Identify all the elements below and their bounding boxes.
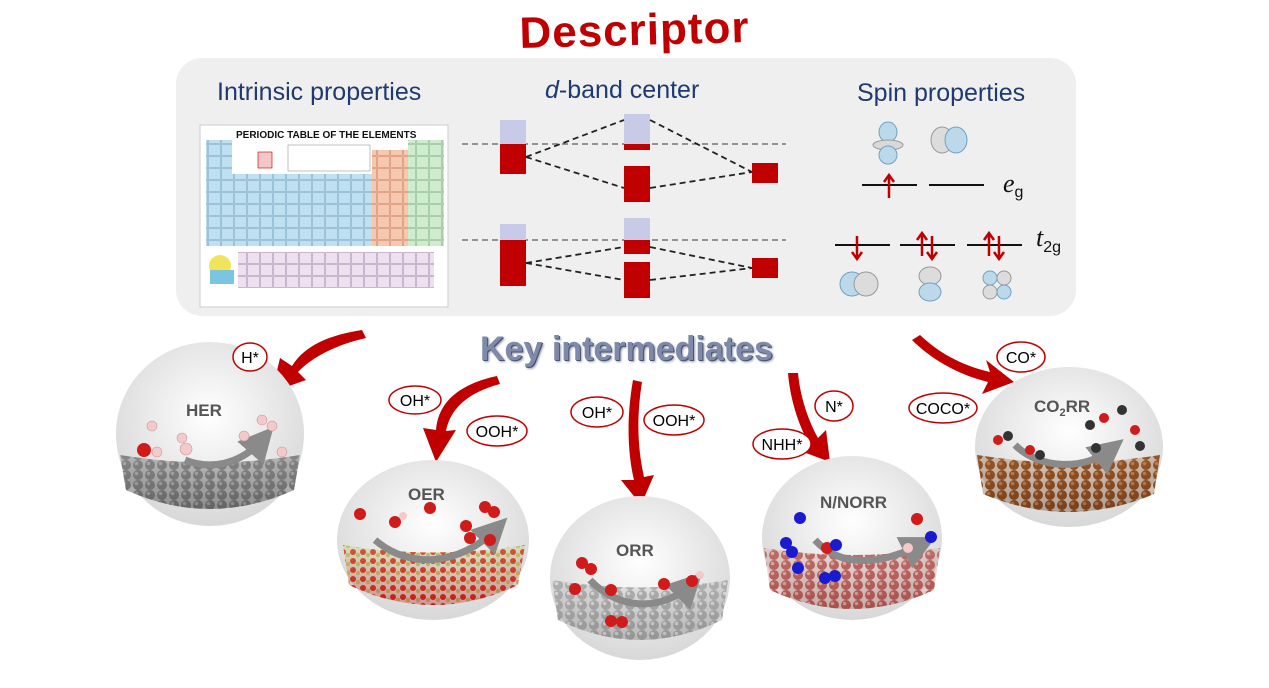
d-band-center-heading: d-band center	[545, 76, 699, 105]
intrinsic-properties-heading: Intrinsic properties	[217, 78, 422, 106]
co2rr-label: CO2RR	[1034, 397, 1090, 419]
t2g-orbital-3	[982, 270, 1012, 300]
pill-nhh	[752, 428, 812, 460]
d-band-diagram	[462, 114, 786, 298]
arrow-to-orr	[621, 380, 654, 505]
arrow-to-nnorr	[788, 373, 830, 462]
d-band-heading-text: -band center	[558, 76, 700, 104]
pill-coco	[908, 392, 978, 424]
spin-diagram	[835, 121, 1022, 302]
pill-oer-oh	[388, 385, 442, 415]
pill-coco-text: COCO*	[916, 401, 970, 418]
nnorr-scene	[762, 456, 942, 620]
pill-orr-oh	[570, 396, 624, 428]
co2rr-scene	[975, 367, 1163, 527]
periodic-table-image	[199, 124, 449, 308]
arrow-to-co2rr	[912, 335, 1014, 394]
pill-nhh-text: NHH*	[762, 437, 803, 454]
pill-orr-ooh	[643, 404, 705, 436]
d-band-italic-d: d	[545, 76, 559, 104]
spin-properties-heading: Spin properties	[857, 79, 1026, 107]
pill-oer-oh-text: OH*	[400, 393, 430, 410]
t2g-orbital-1	[839, 271, 879, 297]
pill-oer-ooh-text: OOH*	[476, 424, 519, 441]
oer-label: OER	[408, 485, 445, 504]
her-scene	[116, 342, 304, 526]
pill-oer-ooh	[466, 415, 528, 447]
pill-co	[996, 341, 1046, 373]
eg-orbital-z2	[872, 121, 904, 165]
orr-scene	[550, 496, 730, 660]
eg-label: eg	[1003, 169, 1023, 201]
her-label: HER	[186, 401, 222, 420]
pill-h-text: H*	[241, 350, 259, 367]
t2g-orbital-2	[918, 266, 942, 302]
pill-h	[232, 342, 268, 372]
pill-orr-ooh-text: OOH*	[653, 413, 696, 430]
pill-n	[814, 390, 854, 422]
orr-label: ORR	[616, 541, 654, 560]
pill-orr-oh-text: OH*	[582, 405, 612, 422]
red-arrows	[272, 330, 1014, 505]
eg-orbital-x2y2	[930, 126, 968, 154]
t2g-label: t2g	[1036, 223, 1061, 256]
intermediate-pills: H* OH* OOH* OH* OOH* N* NHH* CO* COCO*	[232, 341, 1046, 460]
pill-co-text: CO*	[1006, 350, 1036, 367]
pill-n-text: N*	[825, 399, 843, 416]
arrow-to-oer	[423, 376, 500, 462]
key-intermediates-title: Key intermediates	[480, 330, 773, 368]
periodic-table-title: PERIODIC TABLE OF THE ELEMENTS	[236, 130, 417, 141]
oer-scene	[337, 460, 529, 620]
arrow-to-her	[272, 330, 366, 392]
nnorr-label: N/NORR	[820, 493, 887, 512]
